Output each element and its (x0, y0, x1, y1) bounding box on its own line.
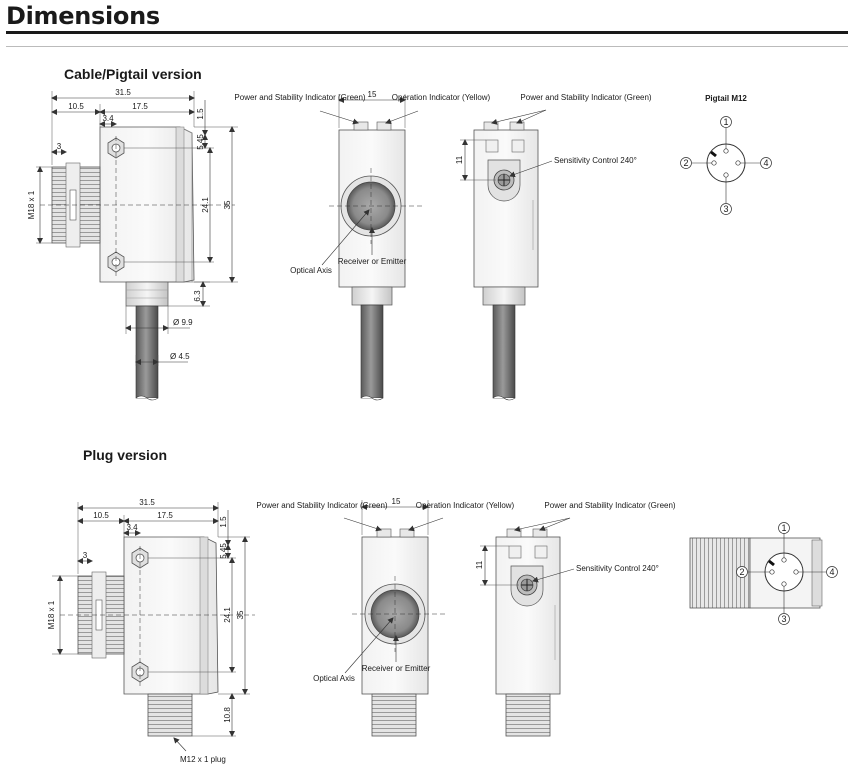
plug-front-power-label: Power and Stability Indicator (Green) (256, 501, 388, 510)
cable-dim-4-5: Ø 4.5 (170, 352, 190, 361)
plug-dim-total: 31.5 (139, 498, 155, 507)
pigtail-m12-connector: Pigtail M12 1 2 3 4 (680, 94, 772, 215)
plug-front-view: 15 Power and Stability Indicator (Green)… (256, 497, 515, 737)
svg-text:Power and Stability Indicator: Power and Stability Indicator (Green) (234, 93, 366, 102)
plug-front-receiver-label: Receiver or Emitter (362, 664, 431, 673)
plug-back-view: Power and Stability Indicator (Green) 11… (475, 501, 676, 737)
plug-dim-5-45: 5.45 (219, 543, 228, 559)
cable-dim-35: 35 (223, 200, 232, 209)
cable-back-power-label: Power and Stability Indicator (Green) (520, 93, 652, 102)
plug-front-width: 15 (392, 497, 401, 506)
cable-back-view: Power and Stability Indicator (Green) 11… (455, 93, 652, 401)
cable-front-power-label: Power and Stability Indicator (Green) (234, 93, 366, 102)
plug-pin-4: 4 (829, 567, 834, 577)
cable-back-dim-11: 11 (455, 155, 464, 164)
pigtail-pin-2: 2 (683, 158, 688, 168)
cable-front-width: 15 (368, 90, 377, 99)
plug-front-optical-axis: Optical Axis (313, 674, 355, 683)
cable-front-operation-label: Operation Indicator (Yellow) (392, 93, 491, 102)
pigtail-pin-3: 3 (723, 204, 728, 214)
cable-dim-right: 17.5 (132, 102, 148, 111)
cable-dim-3: 3 (57, 142, 62, 151)
plug-m12-connector: 1 2 3 4 (689, 522, 838, 625)
title-rule (6, 31, 848, 34)
pigtail-pin-4: 4 (763, 158, 768, 168)
cable-dim-9-9: Ø 9.9 (173, 318, 193, 327)
plug-side-view: 31.5 10.5 17.5 3.4 3 1.5 5.45 24.1 35 10… (47, 498, 255, 764)
plug-dim-1-5: 1.5 (219, 516, 228, 528)
cable-dim-3-4: 3.4 (102, 114, 114, 123)
cable-side-view: 31.5 10.5 17.5 3.4 3 1.5 5.45 24.1 35 M1… (27, 88, 238, 401)
plug-pin-2: 2 (739, 567, 744, 577)
cable-back-sensitivity-label: Sensitivity Control 240° (554, 156, 637, 165)
cable-front-view: 15 Power and Stability Indicator (Green)… (234, 90, 491, 401)
plug-pin-1: 1 (781, 523, 786, 533)
plug-front-operation-label: Operation Indicator (Yellow) (416, 501, 515, 510)
page-title: Dimensions (6, 2, 160, 30)
cable-dim-24-1: 24.1 (201, 197, 210, 213)
cable-section-title: Cable/Pigtail version (64, 66, 202, 82)
title-rule-thin (6, 46, 848, 47)
cable-dim-6-3: 6.3 (193, 290, 202, 302)
plug-pin-3: 3 (781, 614, 786, 624)
cable-dim-left: 10.5 (68, 102, 84, 111)
plug-back-sensitivity-label: Sensitivity Control 240° (576, 564, 659, 573)
plug-back-power-label: Power and Stability Indicator (Green) (544, 501, 676, 510)
cable-dim-1-5: 1.5 (196, 108, 205, 120)
plug-dim-thread: M18 x 1 (47, 600, 56, 629)
plug-dim-3-4: 3.4 (126, 523, 138, 532)
cable-dim-5-45: 5.45 (196, 134, 205, 150)
pigtail-pin-1: 1 (723, 117, 728, 127)
plug-back-dim-11: 11 (475, 560, 484, 569)
plug-dim-10-8: 10.8 (223, 707, 232, 723)
plug-label: M12 x 1 plug (180, 755, 226, 764)
plug-dim-3: 3 (83, 551, 88, 560)
cable-front-receiver-label: Receiver or Emitter (338, 257, 407, 266)
cable-dim-total: 31.5 (115, 88, 131, 97)
plug-dim-right: 17.5 (157, 511, 173, 520)
cable-front-optical-axis: Optical Axis (290, 266, 332, 275)
pigtail-title: Pigtail M12 (705, 94, 747, 103)
cable-dim-thread: M18 x 1 (27, 190, 36, 219)
plug-dim-35: 35 (236, 610, 245, 619)
plug-dim-left: 10.5 (93, 511, 109, 520)
plug-section-title: Plug version (83, 447, 168, 463)
plug-dim-24-1: 24.1 (223, 607, 232, 623)
